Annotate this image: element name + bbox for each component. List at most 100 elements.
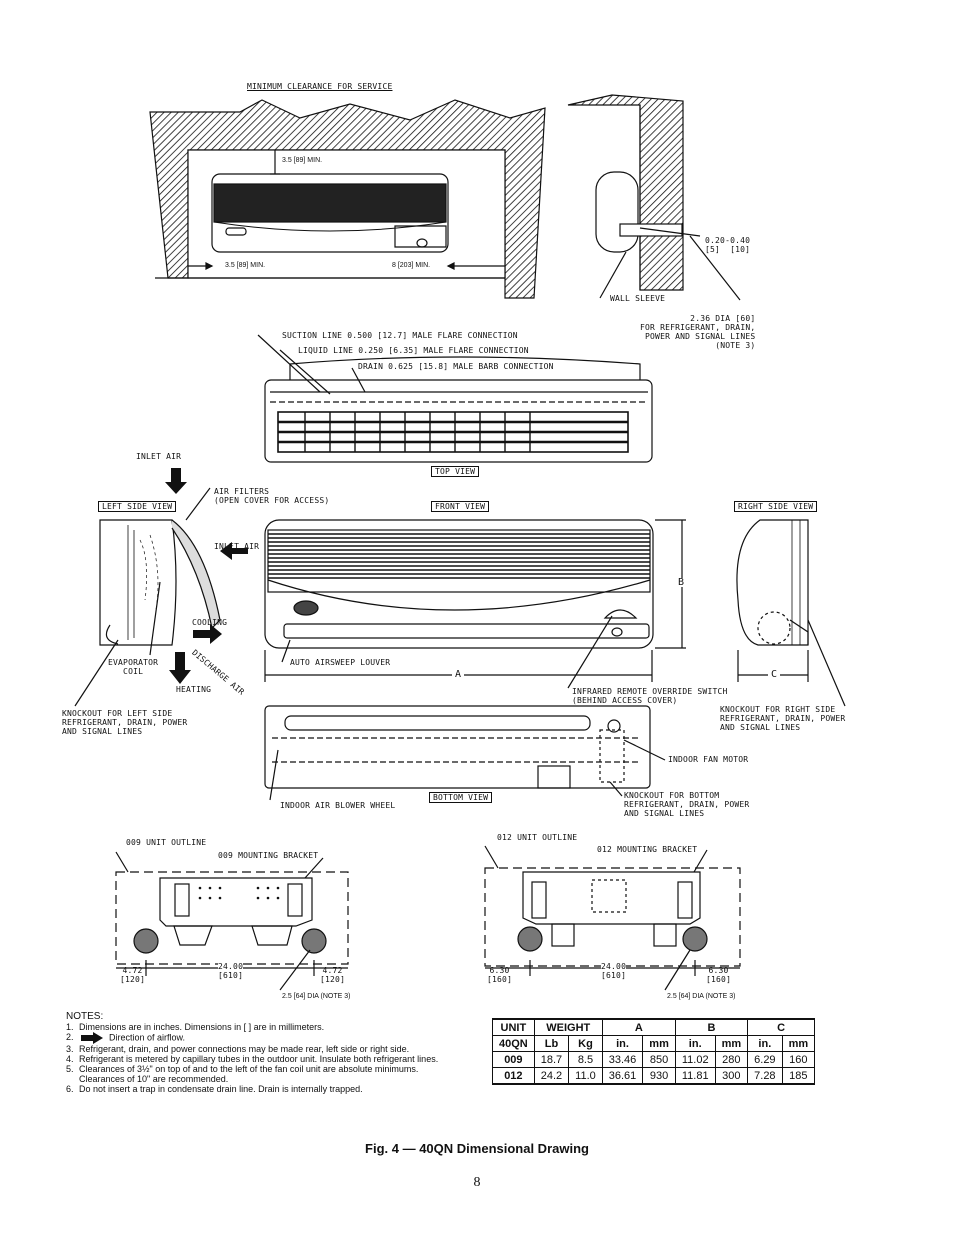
note-item: 1. Dimensions are in inches. Dimensions i… (66, 1022, 456, 1032)
dim-012-mid: 24.00 [610] (601, 962, 627, 980)
table-cell: 160 (781, 1051, 816, 1068)
front-view-drawing (264, 519, 654, 689)
left-side-view-drawing (74, 487, 221, 707)
notes-list: 1. Dimensions are in inches. Dimensions i… (66, 1022, 456, 1094)
airflow-arrow-icon (81, 1032, 103, 1044)
knockout-left-label: KNOCKOUT FOR LEFT SIDE REFRIGERANT, DRAI… (62, 709, 188, 736)
note-number: 6. (66, 1084, 74, 1094)
table-cell: 7.28 (747, 1067, 783, 1085)
note-text: Direction of airflow. (109, 1032, 186, 1043)
top-view-title: TOP VIEW (431, 466, 480, 477)
table-cell: 24.2 (533, 1067, 570, 1085)
table-cell: 6.29 (747, 1051, 783, 1068)
outline-009-label: 009 UNIT OUTLINE (126, 838, 207, 847)
notes-section: NOTES: 1. Dimensions are in inches. Dimen… (66, 1011, 456, 1095)
page-number: 8 (473, 1175, 481, 1190)
note-item: 3.Refrigerant, drain, and power connecti… (66, 1044, 456, 1054)
knockout-bottom-label: KNOCKOUT FOR BOTTOM REFRIGERANT, DRAIN, … (624, 791, 750, 818)
dia-012-label: 2.5 [64] DIA (NOTE 3) (667, 993, 736, 1000)
dim-009-mid: 24.00 [610] (218, 962, 244, 980)
header-unit: UNIT (492, 1018, 535, 1036)
subheader-cell: Kg (568, 1035, 603, 1052)
table-cell: 36.61 (601, 1067, 644, 1085)
inlet-air-side-label: INLET AIR (214, 542, 260, 551)
bracket-009-drawing (115, 851, 349, 991)
dimension-table: UNIT WEIGHT A B C 40QN Lb Kg in. mm in. … (492, 1018, 816, 1085)
clearance-unit (211, 173, 449, 253)
bracket-012-label: 012 MOUNTING BRACKET (597, 845, 698, 854)
table-cell: 930 (642, 1067, 676, 1085)
left-side-view-title: LEFT SIDE VIEW (98, 501, 177, 512)
note-number: 3. (66, 1044, 74, 1054)
table-subheader-row: 40QN Lb Kg in. mm in. mm in. mm (492, 1035, 816, 1052)
front-view-title: FRONT VIEW (431, 501, 490, 512)
note-item: 2. Direction of airflow. (66, 1032, 456, 1044)
bracket-009-label: 009 MOUNTING BRACKET (218, 851, 319, 860)
heating-label: HEATING (176, 685, 212, 694)
table-cell: 300 (714, 1067, 749, 1085)
table-header-row: UNIT WEIGHT A B C (492, 1018, 816, 1036)
subheader-cell: mm (714, 1035, 749, 1052)
bottom-view-title: BOTTOM VIEW (429, 792, 493, 803)
table-cell: 009 (492, 1051, 535, 1068)
bottom-view-drawing (264, 705, 666, 801)
auto-louver-label: AUTO AIRSWEEP LOUVER (290, 658, 391, 667)
table-cell: 18.7 (533, 1051, 570, 1068)
table-cell: 11.02 (674, 1051, 716, 1068)
drain-label: DRAIN 0.625 [15.8] MALE BARB CONNECTION (358, 362, 554, 371)
note-item: 5.Clearances of 3½" on top of and to the… (66, 1064, 456, 1084)
air-filters-label: AIR FILTERS (OPEN COVER FOR ACCESS) (214, 487, 330, 505)
min-clearance-label: MINIMUM CLEARANCE FOR SERVICE (247, 82, 393, 91)
knockout-right-label: KNOCKOUT FOR RIGHT SIDE REFRIGERANT, DRA… (720, 705, 846, 732)
table-cell: 012 (492, 1067, 535, 1085)
dim-b-label: B (678, 577, 685, 588)
note-text: Do not insert a trap in condensate drain… (79, 1084, 363, 1094)
notes-title: NOTES: (66, 1011, 104, 1022)
note-number: 5. (66, 1064, 74, 1074)
subheader-cell: in. (601, 1035, 644, 1052)
suction-line-label: SUCTION LINE 0.500 [12.7] MALE FLARE CON… (282, 331, 518, 340)
right-clearance-label: 8 [203] MIN. (392, 262, 431, 269)
subheader-cell: in. (674, 1035, 716, 1052)
outline-012-label: 012 UNIT OUTLINE (497, 833, 578, 842)
note-item: 6. Do not insert a trap in condensate dra… (66, 1084, 456, 1094)
wall-sleeve-label: WALL SLEEVE (610, 294, 666, 303)
cooling-label: COOLING (192, 618, 228, 627)
subheader-cell: Lb (533, 1035, 570, 1052)
table-row: 009 18.7 8.5 33.46 850 11.02 280 6.29 16… (492, 1051, 816, 1068)
dia-009-label: 2.5 [64] DIA (NOTE 3) (282, 993, 351, 1000)
note-text: Dimensions are in inches. Dimensions in … (79, 1022, 325, 1032)
subheader-cell: mm (642, 1035, 676, 1052)
header-model: 40QN (492, 1035, 535, 1052)
note-number: 4. (66, 1054, 74, 1064)
airflow-arrows (165, 468, 248, 684)
table-cell: 185 (781, 1067, 816, 1085)
dim-009-left: 4.72 [120] (120, 966, 146, 984)
note-text: Refrigerant is metered by capillary tube… (79, 1054, 439, 1064)
right-side-view-drawing (736, 519, 846, 707)
table-cell: 850 (642, 1051, 676, 1068)
table-cell: 280 (714, 1051, 749, 1068)
wall-section (567, 94, 741, 301)
header-a: A (601, 1018, 676, 1036)
ir-switch-label: INFRARED REMOTE OVERRIDE SWITCH (BEHIND … (572, 687, 728, 705)
right-side-view-title: RIGHT SIDE VIEW (734, 501, 818, 512)
note-number: 1. (66, 1022, 74, 1032)
table-row: 012 24.2 11.0 36.61 930 11.81 300 7.28 1… (492, 1067, 816, 1085)
figure-caption: Fig. 4 — 40QN Dimensional Drawing (365, 1141, 589, 1156)
blower-wheel-label: INDOOR AIR BLOWER WHEEL (280, 801, 396, 810)
dia-note-label: 2.36 DIA [60] FOR REFRIGERANT, DRAIN, PO… (640, 314, 756, 350)
note-number: 2. (66, 1032, 74, 1042)
dim-c-label: C (768, 670, 781, 680)
note-item: 4. Refrigerant is metered by capillary tu… (66, 1054, 456, 1064)
left-clearance-label: 3.5 [89] MIN. (225, 262, 266, 269)
top-view-drawing (257, 334, 653, 463)
dim-012-left: 6.30 [160] (487, 966, 513, 984)
dim-a-label: A (452, 670, 465, 680)
table-cell: 33.46 (601, 1051, 644, 1068)
bracket-009-holes (198, 886, 280, 900)
dim-009-right: 4.72 [120] (320, 966, 346, 984)
subheader-cell: mm (781, 1035, 816, 1052)
bracket-012-drawing (484, 845, 741, 991)
top-clearance-label: 3.5 [89] MIN. (282, 157, 323, 164)
